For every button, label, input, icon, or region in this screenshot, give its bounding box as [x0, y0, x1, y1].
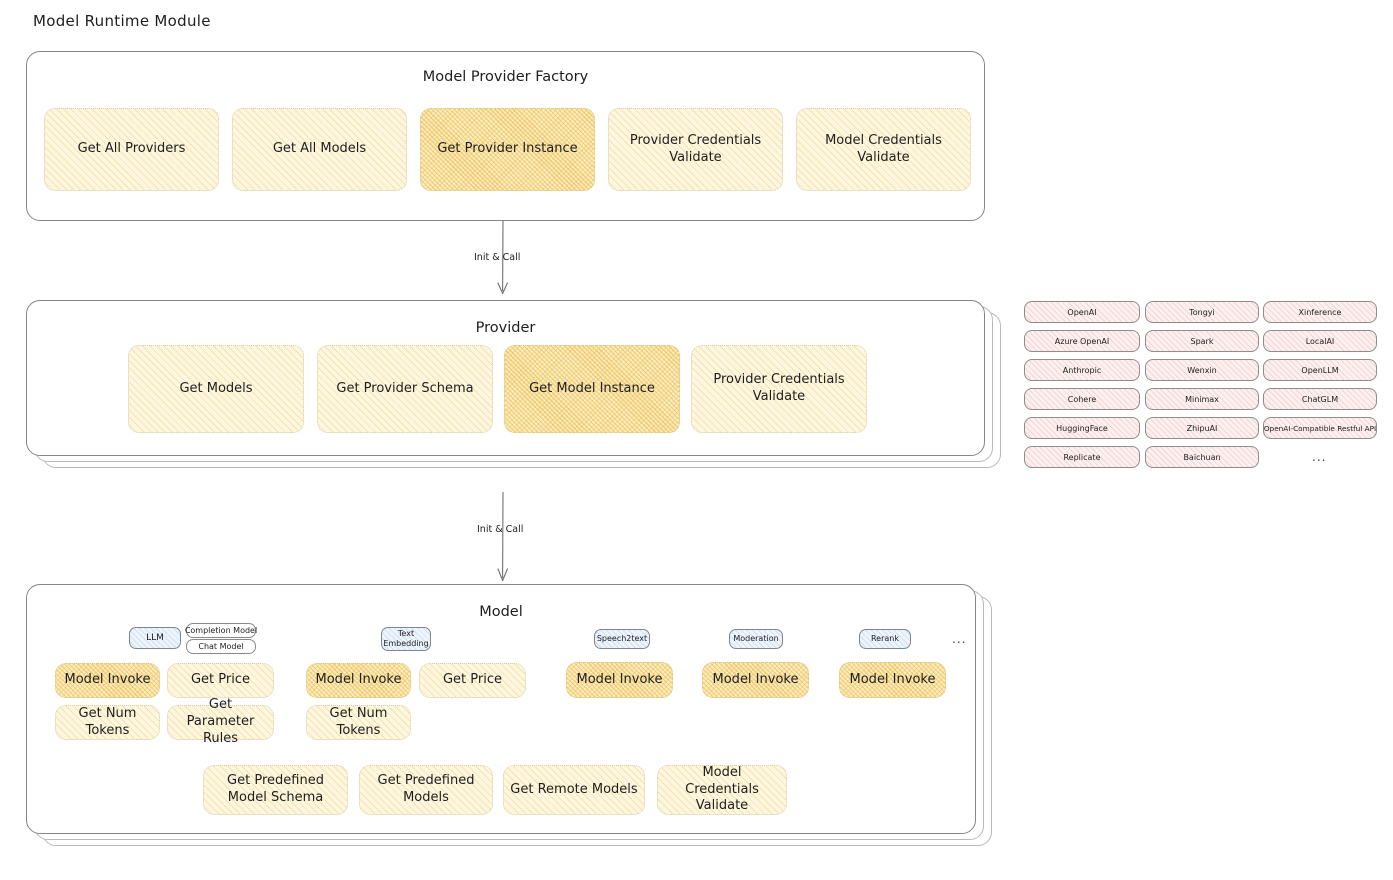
- rerank-op-model-invoke[interactable]: Model Invoke: [839, 662, 946, 698]
- model-type-chip-llm[interactable]: LLM: [129, 627, 181, 649]
- llm-op-get-price[interactable]: Get Price: [167, 663, 274, 698]
- model-type-chip-moderation[interactable]: Moderation: [729, 629, 783, 649]
- moderation-op-model-invoke[interactable]: Model Invoke: [702, 662, 809, 698]
- model-subtype-chip-chat-model[interactable]: Chat Model: [186, 639, 256, 654]
- page-title: Model Runtime Module: [33, 12, 211, 30]
- llm-op-get-parameter-rules[interactable]: Get Parameter Rules: [167, 697, 274, 746]
- factory-box-get-all-models[interactable]: Get All Models: [232, 108, 407, 191]
- model-type-chip-text-embedding[interactable]: Text Embedding: [381, 627, 431, 651]
- provider-chip-minimax[interactable]: Minimax: [1145, 388, 1259, 410]
- provider-chip-anthropic[interactable]: Anthropic: [1024, 359, 1140, 381]
- provider-chip-tongyi[interactable]: Tongyi: [1145, 301, 1259, 323]
- llm-op-get-num-tokens[interactable]: Get Num Tokens: [55, 705, 160, 740]
- provider-box-provider-credentials-validate[interactable]: Provider Credentials Validate: [691, 345, 867, 433]
- provider-chip-cohere[interactable]: Cohere: [1024, 388, 1140, 410]
- provider-chip-zhipuai[interactable]: ZhipuAI: [1145, 417, 1259, 439]
- factory-box-get-all-providers[interactable]: Get All Providers: [44, 108, 219, 191]
- factory-box-provider-credentials-validate[interactable]: Provider Credentials Validate: [608, 108, 783, 191]
- provider-chip-openllm[interactable]: OpenLLM: [1263, 359, 1377, 381]
- model-subtype-chip-completion-model[interactable]: Completion Model: [185, 623, 257, 638]
- provider-chip-openai[interactable]: OpenAI: [1024, 301, 1140, 323]
- arrow-factory-to-provider: [497, 221, 508, 295]
- provider-chip-baichuan[interactable]: Baichuan: [1145, 446, 1259, 468]
- provider-chip-openai-compatible-restful-api[interactable]: OpenAI-Compatible Restful API: [1263, 417, 1377, 439]
- model-types-more-ellipsis: ...: [952, 632, 967, 646]
- arrow-label-init-and-call-2: Init & Call: [477, 524, 524, 535]
- text-embedding-op-get-price[interactable]: Get Price: [419, 663, 526, 698]
- provider-chip-chatglm[interactable]: ChatGLM: [1263, 388, 1377, 410]
- speech2text-op-model-invoke[interactable]: Model Invoke: [566, 662, 673, 698]
- provider-box-get-models[interactable]: Get Models: [128, 345, 304, 433]
- provider-chip-spark[interactable]: Spark: [1145, 330, 1259, 352]
- model-common-op-get-predefined-model-schema[interactable]: Get Predefined Model Schema: [203, 765, 348, 815]
- provider-list-more-ellipsis: ...: [1312, 450, 1327, 464]
- provider-box-get-provider-schema[interactable]: Get Provider Schema: [317, 345, 493, 433]
- model-type-chip-speech2text[interactable]: Speech2text: [594, 629, 650, 649]
- provider-chip-huggingface[interactable]: HuggingFace: [1024, 417, 1140, 439]
- model-type-chip-rerank[interactable]: Rerank: [859, 629, 911, 649]
- text-embedding-op-get-num-tokens[interactable]: Get Num Tokens: [306, 705, 411, 740]
- llm-op-model-invoke[interactable]: Model Invoke: [55, 663, 160, 698]
- text-embedding-op-model-invoke[interactable]: Model Invoke: [306, 663, 411, 698]
- arrow-label-init-and-call-1: Init & Call: [474, 252, 521, 263]
- provider-chip-xinference[interactable]: Xinference: [1263, 301, 1377, 323]
- factory-box-model-credentials-validate[interactable]: Model Credentials Validate: [796, 108, 971, 191]
- arrow-provider-to-model: [497, 492, 508, 582]
- model-common-op-get-remote-models[interactable]: Get Remote Models: [503, 765, 645, 815]
- factory-box-get-provider-instance[interactable]: Get Provider Instance: [420, 108, 595, 191]
- provider-chip-replicate[interactable]: Replicate: [1024, 446, 1140, 468]
- provider-chip-wenxin[interactable]: Wenxin: [1145, 359, 1259, 381]
- model-common-op-model-credentials-validate[interactable]: Model Credentials Validate: [657, 765, 787, 815]
- provider-chip-azure-openai[interactable]: Azure OpenAI: [1024, 330, 1140, 352]
- provider-chip-localai[interactable]: LocalAI: [1263, 330, 1377, 352]
- provider-box-get-model-instance[interactable]: Get Model Instance: [504, 345, 680, 433]
- model-common-op-get-predefined-models[interactable]: Get Predefined Models: [359, 765, 493, 815]
